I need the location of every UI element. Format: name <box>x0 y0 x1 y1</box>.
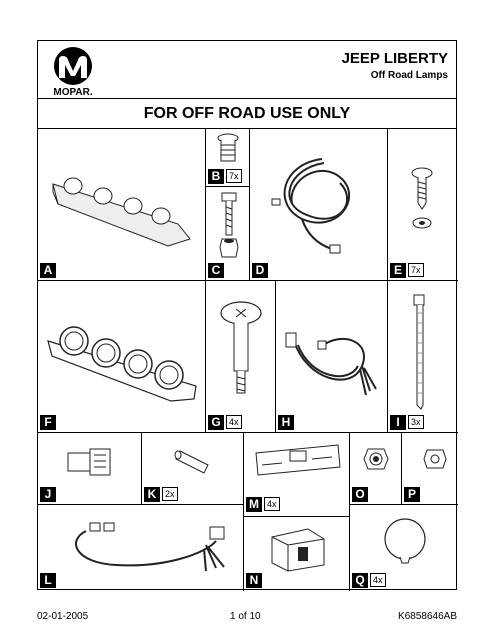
part-cell-p: P <box>402 433 458 505</box>
part-label-k: K <box>144 487 160 502</box>
part-cell-o: O <box>350 433 402 505</box>
nut-insert-illustration <box>217 133 239 162</box>
part-label-h: H <box>278 415 294 430</box>
qty-badge-q: 4x <box>370 573 386 587</box>
mopar-logo: MOPAR. <box>53 47 93 97</box>
instruction-sheet: MOPAR. JEEP LIBERTY Off Road Lamps FOR O… <box>37 40 458 591</box>
part-label-b: B <box>208 169 224 184</box>
part-cell-e: E 7x <box>388 129 458 281</box>
page-subtitle: Off Road Lamps <box>370 70 448 81</box>
qty-badge-m: 4x <box>264 497 280 511</box>
part-cell-f: F <box>38 281 206 433</box>
part-cell-g: G 4x <box>206 281 276 433</box>
part-cell-m: M 4x <box>244 433 350 517</box>
part-cell-n: N <box>244 517 350 591</box>
part-label-l: L <box>40 573 56 588</box>
warning-banner: FOR OFF ROAD USE ONLY <box>38 99 456 129</box>
lock-nut-illustration <box>423 449 447 469</box>
part-label-a: A <box>40 263 56 278</box>
part-cell-l: L <box>38 505 244 591</box>
lens-cover-illustration <box>255 444 341 476</box>
part-cell-b: B 7x <box>206 129 250 187</box>
lamp-bracket-illustration <box>47 326 197 402</box>
part-cell-c: C <box>206 187 250 281</box>
part-label-e: E <box>390 263 406 278</box>
flange-nut-illustration <box>363 448 389 470</box>
wiring-harness-illustration <box>271 158 351 254</box>
lamp-cover-illustration <box>384 518 426 564</box>
part-label-m: M <box>246 497 262 512</box>
part-cell-i: I 3x <box>388 281 458 433</box>
qty-badge-i: 3x <box>408 415 424 429</box>
part-cell-q: Q 4x <box>350 505 458 591</box>
part-cell-h: H <box>276 281 388 433</box>
part-label-i: I <box>390 415 406 430</box>
qty-badge-e: 7x <box>408 263 424 277</box>
part-label-n: N <box>246 573 262 588</box>
connector-illustration <box>67 448 111 476</box>
lamp-bar-illustration <box>52 177 191 247</box>
part-label-g: G <box>208 415 224 430</box>
part-label-o: O <box>352 487 368 502</box>
footer-page-number: 1 of 10 <box>230 611 261 622</box>
brand-text: MOPAR. <box>53 87 92 97</box>
part-cell-j: J <box>38 433 142 505</box>
jumper-harness-illustration <box>75 522 225 572</box>
part-label-c: C <box>208 263 224 278</box>
part-label-p: P <box>404 487 420 502</box>
part-cell-k: K 2x <box>142 433 244 505</box>
footer-date: 02-01-2005 <box>37 611 89 622</box>
header: MOPAR. JEEP LIBERTY Off Road Lamps <box>38 41 456 99</box>
cable-tie-illustration <box>413 294 425 410</box>
switch-illustration <box>271 528 325 572</box>
part-label-j: J <box>40 487 56 502</box>
footer-part-number: K6858646AB <box>398 611 457 622</box>
part-label-f: F <box>40 415 56 430</box>
shoulder-bolt-illustration <box>220 301 262 394</box>
qty-badge-g: 4x <box>226 415 242 429</box>
part-cell-a: A <box>38 129 206 281</box>
part-cell-d: D <box>250 129 388 281</box>
spacer-tube-illustration <box>174 450 209 474</box>
page-title: JEEP LIBERTY <box>341 50 448 67</box>
switch-harness-illustration <box>285 332 377 396</box>
qty-badge-b: 7x <box>226 169 242 183</box>
screw-washer-illustration <box>411 167 433 229</box>
part-label-d: D <box>252 263 268 278</box>
part-label-q: Q <box>352 573 368 588</box>
qty-badge-k: 2x <box>162 487 178 501</box>
bolt-nut-illustration <box>219 192 239 258</box>
